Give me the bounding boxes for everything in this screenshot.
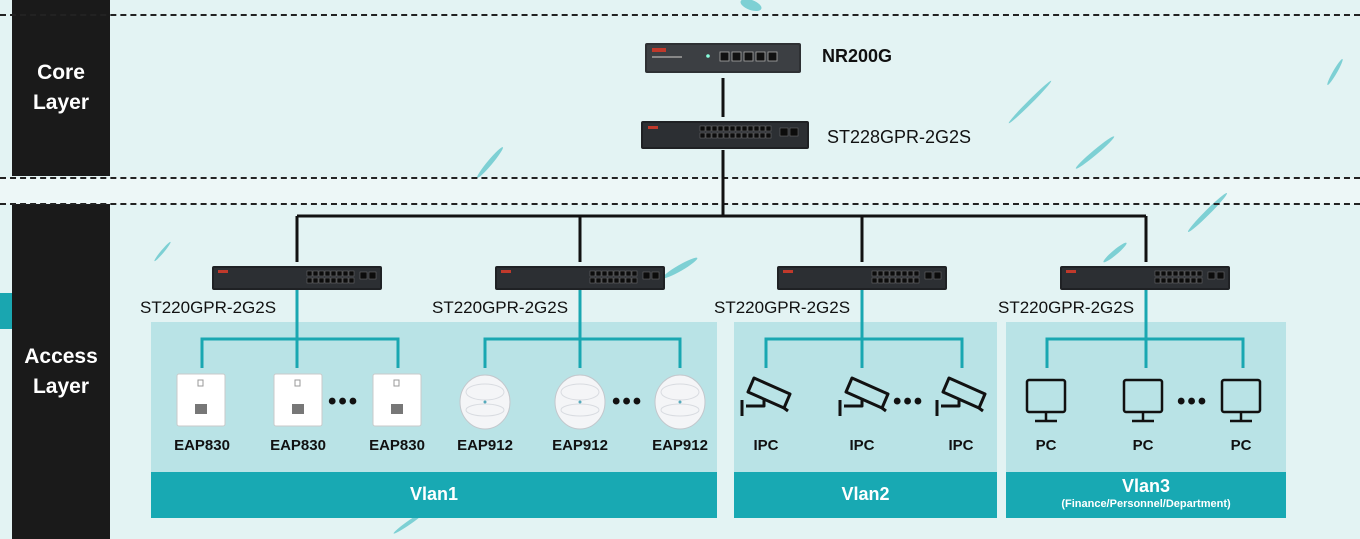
ip-camera-icon xyxy=(935,376,987,416)
more-devices-ellipsis: ••• xyxy=(612,388,644,415)
core-switch-icon xyxy=(641,121,809,149)
core-layer-label-line2: Layer xyxy=(32,91,90,114)
wall-access-point-icon xyxy=(176,373,226,427)
ceiling-access-point-icon xyxy=(654,374,706,430)
endpoint-label: PC xyxy=(1230,437,1252,454)
endpoint-label: PC xyxy=(1132,437,1154,454)
dashed-separator-mid xyxy=(0,177,1360,179)
more-devices-ellipsis: ••• xyxy=(1177,388,1209,415)
dashed-separator-top xyxy=(0,14,1360,16)
endpoint-label: EAP830 xyxy=(174,437,230,454)
endpoint-label: PC xyxy=(1035,437,1057,454)
endpoint-label: IPC xyxy=(753,437,779,454)
access-layer-label-line2: Layer xyxy=(32,374,90,398)
access-switch-label: ST220GPR-2G2S xyxy=(432,298,569,317)
ceiling-access-point-icon xyxy=(459,374,511,430)
access-layer-tab: Access Layer xyxy=(12,204,110,539)
access-layer-label-line1: Access xyxy=(24,344,98,368)
more-devices-ellipsis: ••• xyxy=(328,388,360,415)
endpoint-label: EAP912 xyxy=(652,437,708,454)
dashed-separator-low xyxy=(0,203,1360,205)
vlan2-name: Vlan2 xyxy=(841,484,890,504)
endpoint-label: IPC xyxy=(948,437,974,454)
pc-monitor-icon xyxy=(1220,378,1262,423)
pc-monitor-icon xyxy=(1025,378,1067,423)
wall-access-point-icon xyxy=(372,373,422,427)
vlan3-subtitle: (Finance/Personnel/Department) xyxy=(1061,498,1231,510)
endpoint-label: EAP830 xyxy=(270,437,326,454)
vlan1-name: Vlan1 xyxy=(409,484,459,504)
vlan3-bar: Vlan3 (Finance/Personnel/Department) xyxy=(1006,472,1286,518)
access-layer-marker xyxy=(0,293,12,329)
pc-monitor-icon xyxy=(1122,378,1164,423)
core-layer-tab: Core Layer xyxy=(12,0,110,176)
access-switch-icon xyxy=(777,266,947,290)
vlan1-bar: Vlan1 xyxy=(151,472,717,518)
wall-access-point-icon xyxy=(273,373,323,427)
access-switch-label: ST220GPR-2G2S xyxy=(714,298,851,317)
core-layer-label-line1: Core xyxy=(37,61,85,84)
access-switch-icon xyxy=(1060,266,1230,290)
ip-camera-icon xyxy=(838,376,890,416)
access-switch-label: ST220GPR-2G2S xyxy=(140,298,277,317)
access-switch-label: ST220GPR-2G2S xyxy=(998,298,1135,317)
ip-camera-icon xyxy=(740,376,792,416)
access-switch-icon xyxy=(212,266,382,290)
endpoint-label: EAP912 xyxy=(552,437,608,454)
layer-separator-band xyxy=(0,178,1360,204)
ceiling-access-point-icon xyxy=(554,374,606,430)
router-icon xyxy=(645,43,801,73)
core-switch-label: ST228GPR-2G2S xyxy=(827,127,972,147)
endpoint-label: IPC xyxy=(849,437,875,454)
access-switch-icon xyxy=(495,266,665,290)
vlan2-bar: Vlan2 xyxy=(734,472,997,518)
router-label: NR200G xyxy=(822,46,893,66)
more-devices-ellipsis: ••• xyxy=(893,388,925,415)
vlan3-name: Vlan3 xyxy=(1121,476,1171,496)
endpoint-label: EAP912 xyxy=(457,437,513,454)
endpoint-label: EAP830 xyxy=(369,437,425,454)
